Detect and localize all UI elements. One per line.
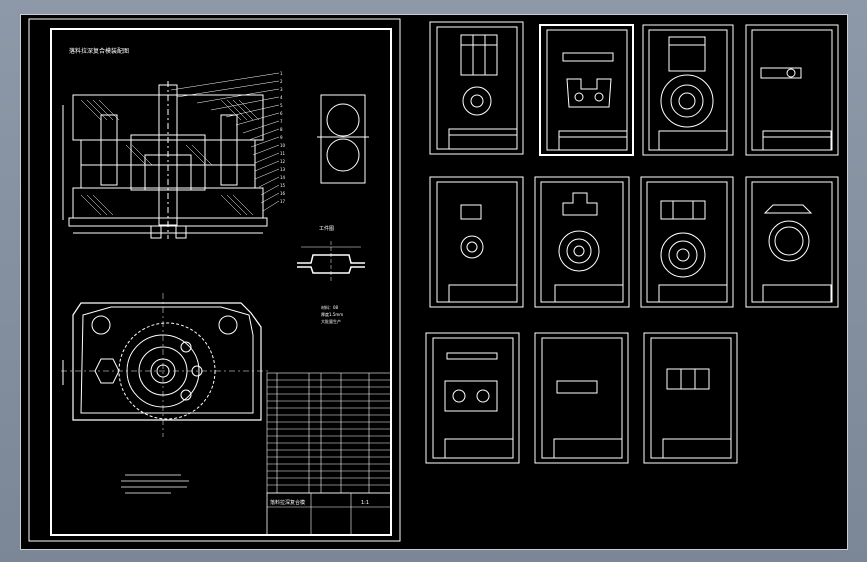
part-sheet-5[interactable] [429, 176, 524, 308]
svg-text:厚度1.5mm: 厚度1.5mm [321, 311, 343, 317]
part-sheet-6[interactable] [534, 176, 630, 308]
svg-text:工件图: 工件图 [319, 225, 334, 232]
assembly-title-text: 落料拉深复合模装配图 [69, 47, 129, 55]
part-sheet-11[interactable] [643, 332, 738, 464]
svg-text:9: 9 [280, 135, 283, 140]
svg-text:17: 17 [280, 199, 286, 204]
sheet-inner-border [50, 28, 392, 536]
bill-of-materials [266, 372, 392, 494]
strip-layout-view [317, 94, 369, 184]
svg-text:8: 8 [280, 127, 283, 132]
svg-text:4: 4 [280, 95, 283, 100]
svg-text:13: 13 [280, 167, 286, 172]
svg-text:5: 5 [280, 103, 283, 108]
part-sheet-8[interactable] [745, 176, 839, 308]
technical-requirements [121, 474, 189, 494]
svg-text:11: 11 [280, 151, 286, 156]
part-sheet-4[interactable] [745, 24, 839, 156]
svg-text:1:1: 1:1 [361, 500, 369, 506]
technical-notes: 材料：08 厚度1.5mm 大批量生产 [321, 304, 343, 324]
svg-text:10: 10 [280, 143, 286, 148]
cad-model-space[interactable]: 落料拉深复合模装配图 [20, 14, 848, 550]
part-number-leaders [170, 72, 280, 212]
sheet-outer-border [28, 18, 401, 542]
svg-text:15: 15 [280, 183, 286, 188]
svg-text:大批量生产: 大批量生产 [321, 318, 341, 324]
part-sheet-2[interactable] [539, 24, 634, 156]
svg-text:2: 2 [280, 79, 283, 84]
part-sheet-1[interactable] [429, 21, 524, 155]
svg-text:落料拉深复合模: 落料拉深复合模 [270, 499, 305, 506]
svg-text:6: 6 [280, 111, 283, 116]
workpiece-drawing: 工件图 [297, 225, 365, 283]
svg-text:16: 16 [280, 191, 286, 196]
svg-text:14: 14 [280, 175, 286, 180]
svg-text:12: 12 [280, 159, 286, 164]
front-section-view [62, 81, 268, 239]
svg-text:7: 7 [280, 119, 283, 124]
svg-text:3: 3 [280, 87, 283, 92]
title-block: 落料拉深复合模 1:1 [266, 492, 392, 536]
part-sheet-9[interactable] [425, 332, 520, 464]
svg-text:材料：08: 材料：08 [321, 304, 339, 310]
plan-view [61, 293, 271, 437]
part-sheet-7[interactable] [640, 176, 734, 308]
part-sheet-3[interactable] [642, 24, 734, 156]
drawing-canvas[interactable]: 落料拉深复合模装配图 [21, 15, 847, 549]
part-sheet-10[interactable] [534, 332, 629, 464]
svg-text:1: 1 [280, 71, 283, 76]
assembly-drawing-sheet[interactable]: 落料拉深复合模装配图 [28, 18, 401, 542]
